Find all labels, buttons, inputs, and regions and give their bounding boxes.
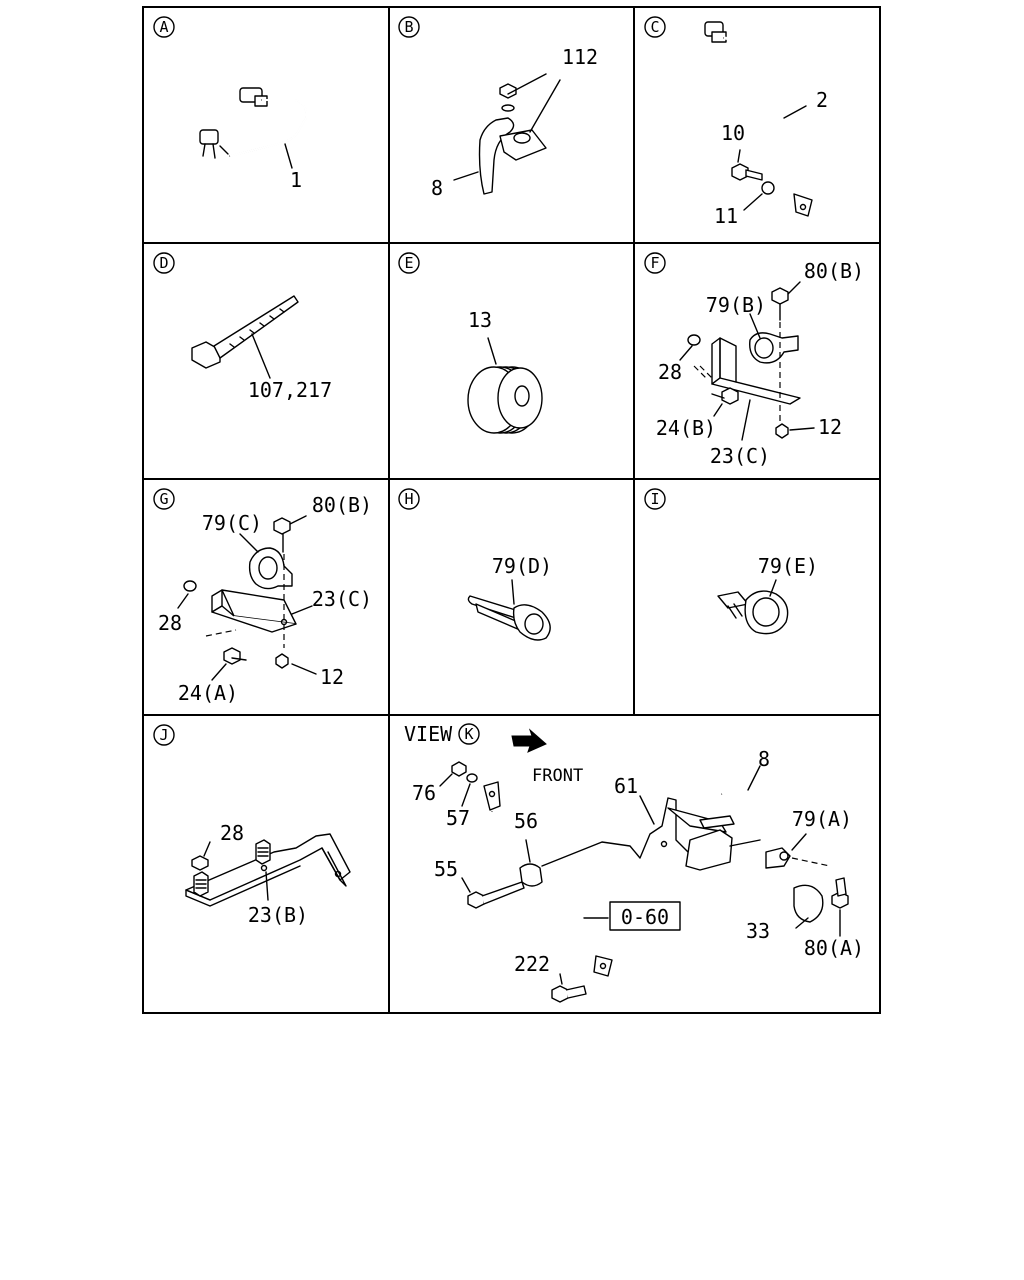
part-label-24b: 24(B)	[656, 416, 716, 440]
panel-letter-g: G	[153, 488, 175, 510]
panel-letter-e: E	[398, 252, 420, 274]
front-arrow: FRONT	[511, 728, 583, 786]
panel-h: H 79(D)	[398, 488, 552, 641]
panel-letter-f: F	[644, 252, 666, 274]
panel-letter-j: J	[153, 724, 175, 746]
part-label-28-j: 28	[220, 821, 244, 845]
panel-j: J 28 23(B)	[153, 724, 351, 927]
part-label-56: 56	[514, 809, 538, 833]
panel-d: D 107,217	[153, 252, 332, 402]
part-label-79c: 79(C)	[202, 511, 262, 535]
part-label-80b: 80(B)	[804, 259, 864, 283]
part-label-107-217: 107,217	[248, 378, 332, 402]
bracket-assembly-f-drawing	[679, 281, 815, 441]
part-label-1: 1	[290, 168, 302, 192]
part-label-11: 11	[714, 204, 738, 228]
svg-text:D: D	[159, 254, 168, 272]
part-label-79b: 79(B)	[706, 293, 766, 317]
panel-f: F 80(B) 79(B) 28 24(B) 12	[644, 252, 864, 468]
panel-letter-b: B	[398, 16, 420, 38]
ground-cable-2-drawing	[704, 21, 813, 217]
view-heading: VIEW K	[404, 722, 480, 746]
panel-letter-h: H	[398, 488, 420, 510]
panel-grid	[142, 6, 881, 1014]
part-label-23b: 23(B)	[248, 903, 308, 927]
part-label-80b-g: 80(B)	[312, 493, 372, 517]
part-label-79a: 79(A)	[792, 807, 852, 831]
part-label-8: 8	[431, 176, 443, 200]
panel-e: E 13	[398, 252, 543, 434]
panel-a: A 1	[153, 16, 308, 192]
bracket-23b-drawing	[185, 833, 351, 907]
svg-text:I: I	[650, 490, 659, 508]
part-label-57: 57	[446, 806, 470, 830]
panel-letter-k: K	[464, 725, 473, 743]
clip-79e-drawing	[717, 579, 789, 635]
part-label-24a: 24(A)	[178, 681, 238, 705]
panel-b: B 112 8	[398, 16, 598, 200]
part-label-112: 112	[562, 45, 598, 69]
part-label-2: 2	[816, 88, 828, 112]
part-label-23c-g: 23(C)	[312, 587, 372, 611]
part-label-12: 12	[818, 415, 842, 439]
part-label-55: 55	[434, 857, 458, 881]
panel-i: I 79(E)	[644, 488, 818, 635]
part-label-76: 76	[412, 781, 436, 805]
view-k-drawing	[439, 761, 849, 1003]
cable-tie-drawing	[191, 295, 299, 379]
svg-text:F: F	[650, 254, 659, 272]
part-label-23c: 23(C)	[710, 444, 770, 468]
svg-text:G: G	[159, 490, 168, 508]
panel-c: C 2 10 11	[644, 16, 828, 228]
part-label-222: 222	[514, 952, 550, 976]
view-text: VIEW	[404, 722, 453, 746]
part-label-10: 10	[721, 121, 745, 145]
panel-letter-c: C	[644, 16, 666, 38]
panel-letter-d: D	[153, 252, 175, 274]
svg-text:J: J	[159, 726, 168, 744]
part-label-28: 28	[658, 360, 682, 384]
part-label-0-60: 0-60	[621, 905, 669, 929]
part-label-79e: 79(E)	[758, 554, 818, 578]
panel-letter-i: I	[644, 488, 666, 510]
part-label-13: 13	[468, 308, 492, 332]
svg-text:A: A	[159, 18, 168, 36]
svg-text:H: H	[404, 490, 413, 508]
svg-text:C: C	[650, 18, 659, 36]
part-label-28-g: 28	[158, 611, 182, 635]
svg-text:E: E	[404, 254, 413, 272]
clip-79d-drawing	[467, 579, 551, 641]
terminal-8-drawing	[453, 73, 561, 195]
part-label-80a: 80(A)	[804, 936, 864, 960]
panel-letter-a: A	[153, 16, 175, 38]
part-label-79d: 79(D)	[492, 554, 552, 578]
panel-k: VIEW K FRONT	[404, 722, 864, 1003]
panel-g: G 79(C) 80(B) 23(C) 28 12	[153, 488, 372, 705]
front-text: FRONT	[532, 766, 583, 786]
svg-text:B: B	[404, 18, 413, 36]
grommet-13-drawing	[467, 337, 543, 434]
part-label-61: 61	[614, 774, 638, 798]
bracket-assembly-g-drawing	[177, 515, 317, 681]
part-label-8-k: 8	[758, 747, 770, 771]
battery-cable-1-drawing	[199, 87, 308, 169]
part-label-12-g: 12	[320, 665, 344, 689]
part-label-33: 33	[746, 919, 770, 943]
